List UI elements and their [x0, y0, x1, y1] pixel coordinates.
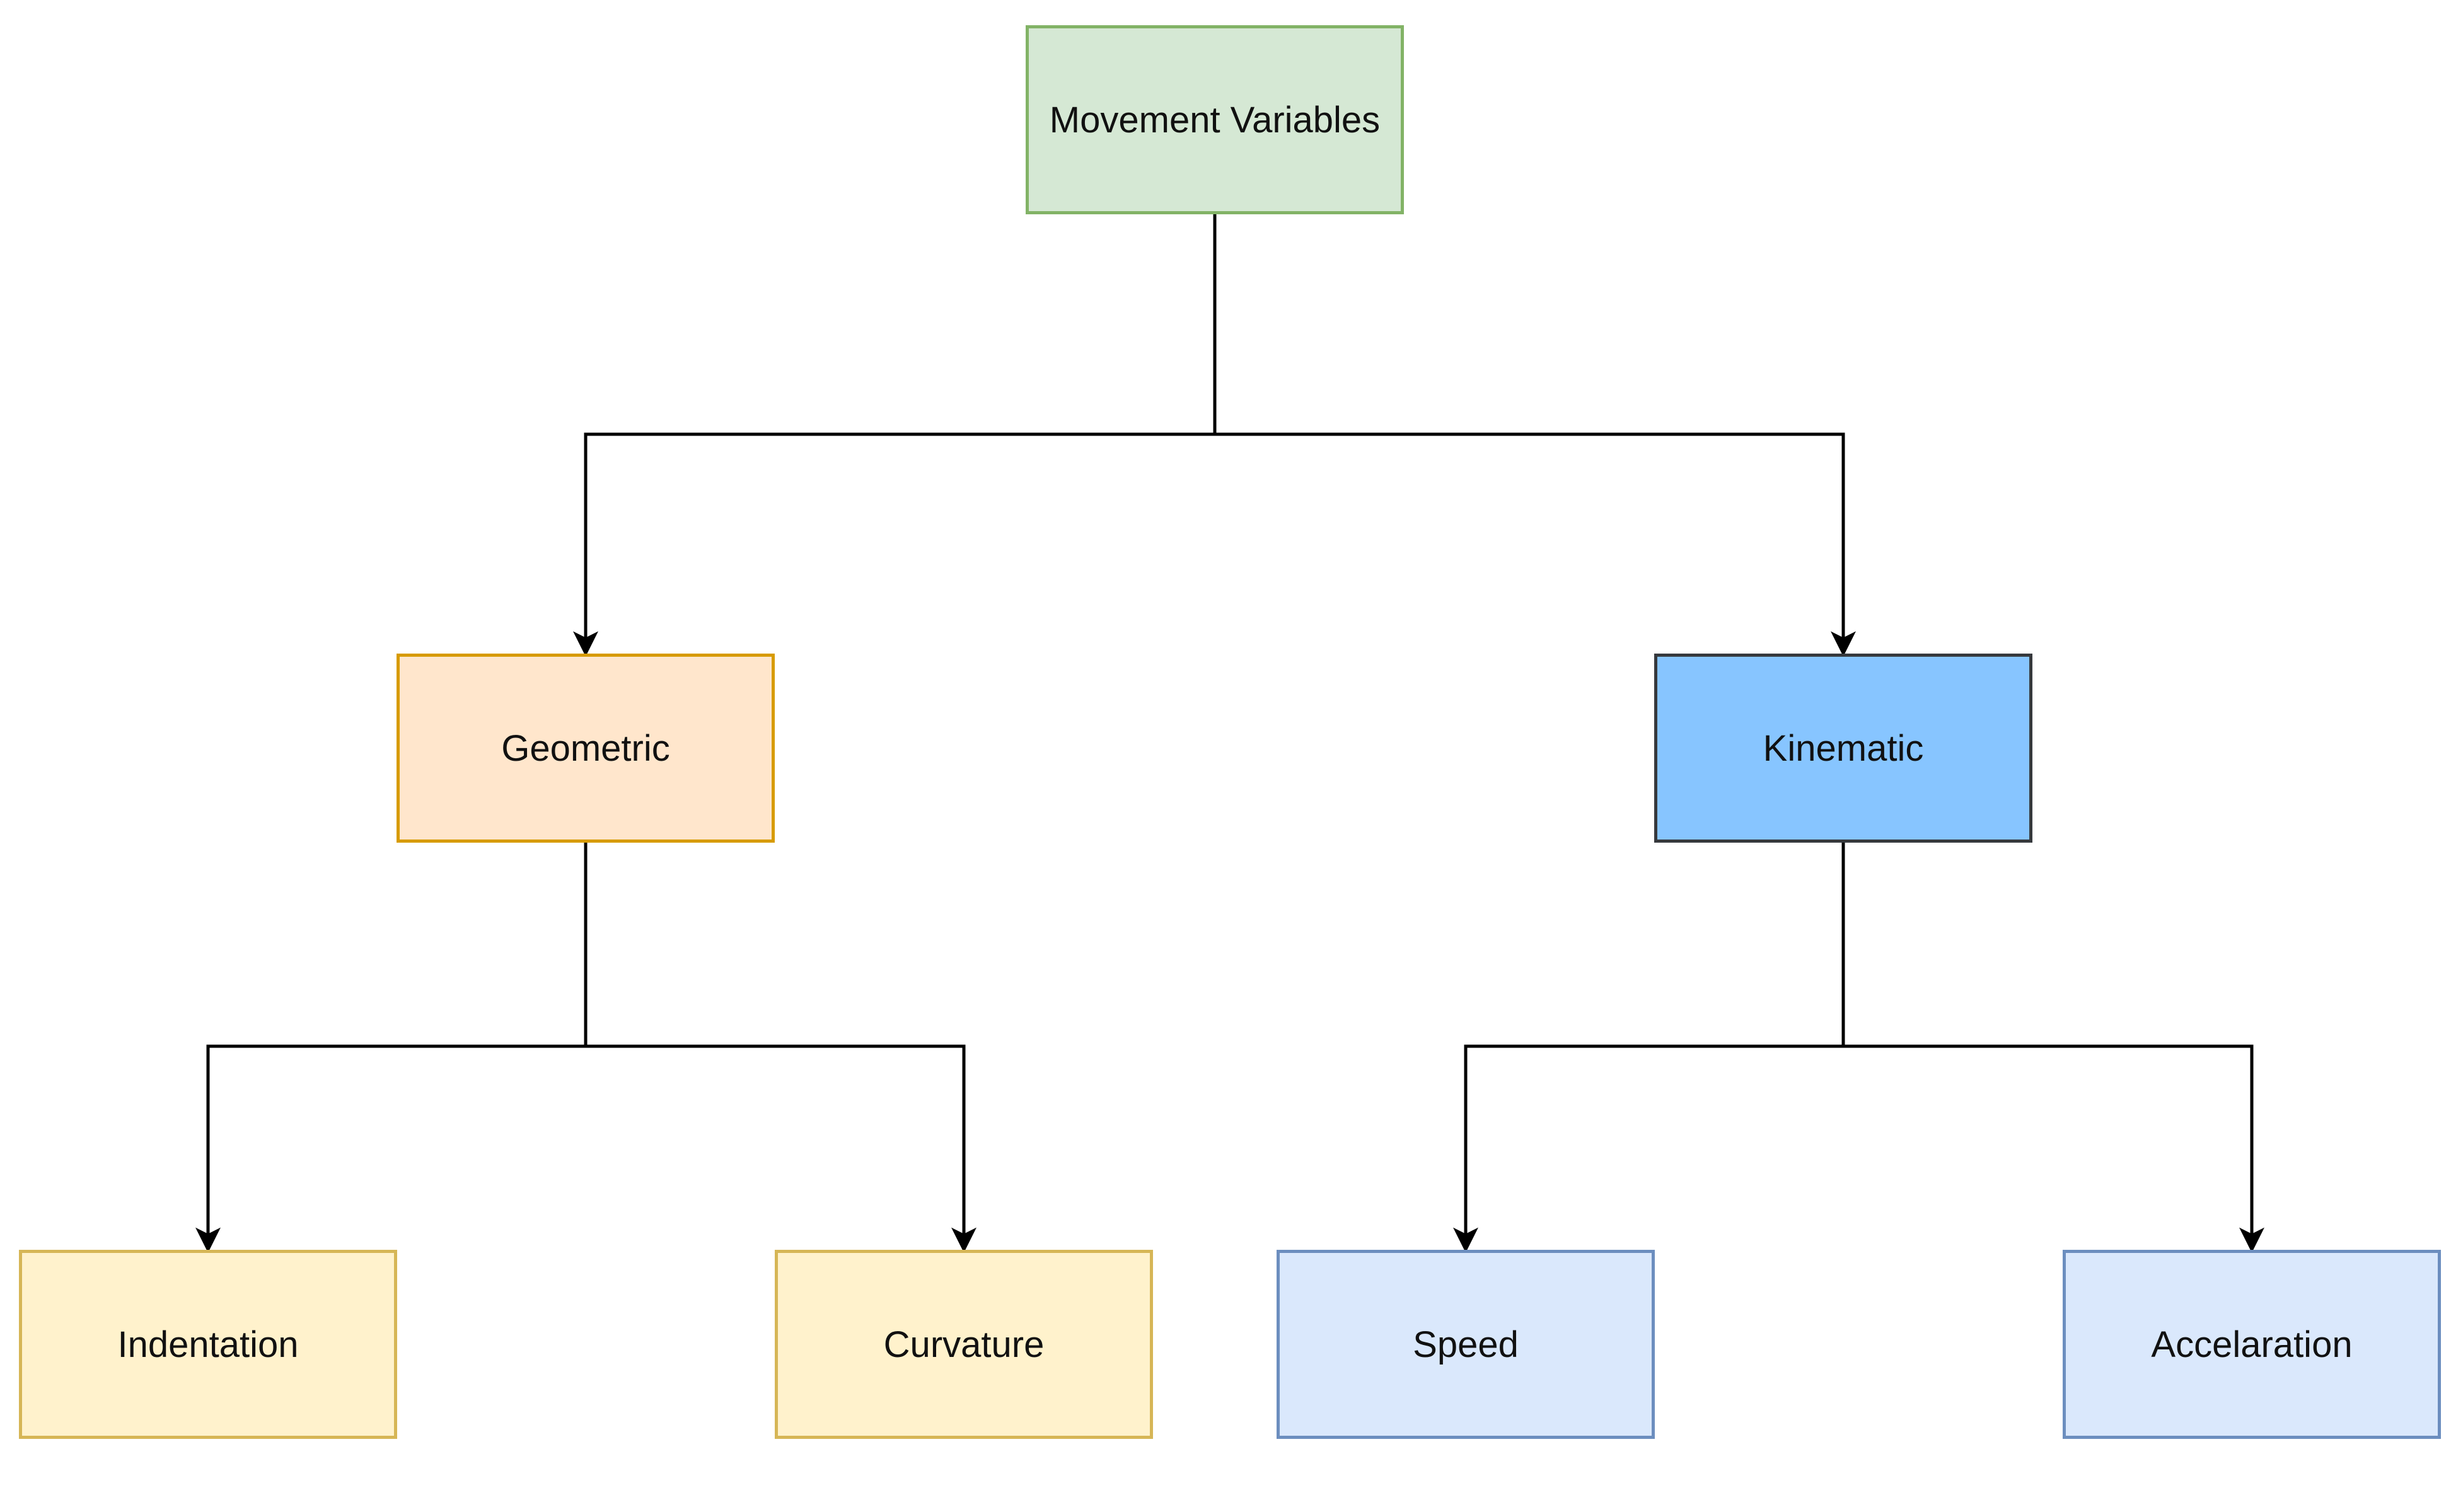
connector-kin-accel [1841, 843, 2264, 1253]
node-label: Indentation [117, 1324, 299, 1365]
node-indentation: Indentation [19, 1250, 397, 1439]
connector-kin-speed [1453, 843, 1845, 1253]
connector-geo-indent [195, 843, 588, 1253]
node-label: Movement Variables [1049, 99, 1381, 141]
node-label: Curvature [883, 1324, 1045, 1365]
node-label: Accelaration [2151, 1324, 2353, 1365]
node-accelaration: Accelaration [2063, 1250, 2441, 1439]
node-speed: Speed [1277, 1250, 1655, 1439]
connector-root-kin [1213, 214, 1856, 657]
node-kinematic: Kinematic [1654, 654, 2032, 843]
node-label: Kinematic [1763, 727, 1924, 769]
node-label: Geometric [501, 727, 670, 769]
node-label: Speed [1413, 1324, 1519, 1365]
node-movement-variables: Movement Variables [1026, 25, 1404, 214]
connector-root-geo [573, 214, 1217, 657]
node-curvature: Curvature [775, 1250, 1153, 1439]
node-geometric: Geometric [397, 654, 775, 843]
connector-geo-curv [584, 843, 976, 1253]
